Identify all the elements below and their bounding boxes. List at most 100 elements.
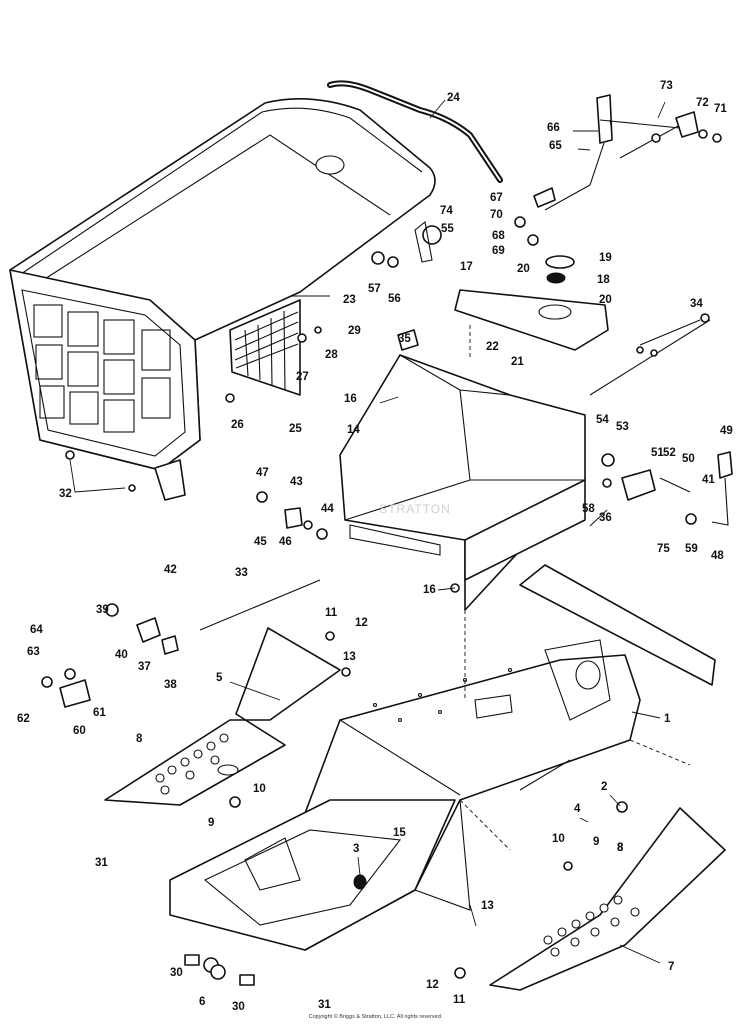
- callout-label: 55: [441, 223, 454, 235]
- callout-label: 62: [17, 713, 30, 725]
- left-footrest: [104, 627, 341, 806]
- watermark-text: STRATTON: [379, 502, 451, 516]
- callout-label: 7: [668, 961, 674, 973]
- callout-label: 29: [348, 325, 361, 337]
- callout-label: 61: [93, 707, 106, 719]
- right-footrest: [489, 807, 726, 991]
- callout-label: 4: [574, 803, 581, 815]
- dash-panel: [454, 255, 609, 351]
- small-brackets: [59, 507, 303, 708]
- callout-label: 67: [490, 192, 503, 204]
- callout-label: 9: [593, 836, 599, 848]
- callout-label: 13: [343, 651, 356, 663]
- rear-bar: [519, 564, 716, 686]
- callout-label: 24: [447, 92, 460, 104]
- callout-label: 26: [231, 419, 244, 431]
- callout-label: 8: [136, 733, 143, 745]
- callout-label: 8: [617, 842, 624, 854]
- callout-label: 40: [115, 649, 128, 661]
- callout-label: 47: [256, 467, 269, 479]
- control-rod: [327, 80, 503, 183]
- callout-label: 74: [440, 205, 453, 217]
- callout-label: 12: [355, 617, 368, 629]
- callout-label: 68: [492, 230, 505, 242]
- callout-label: 13: [481, 900, 494, 912]
- callout-label: 6: [199, 996, 205, 1008]
- callout-label: 53: [616, 421, 629, 433]
- callout-label: 73: [660, 80, 673, 92]
- callout-label: 59: [685, 543, 698, 555]
- callout-label: 57: [368, 283, 381, 295]
- callout-label: 31: [318, 999, 331, 1011]
- callout-label: 10: [253, 783, 266, 795]
- callout-label: 70: [490, 209, 503, 221]
- callout-label: 52: [663, 447, 676, 459]
- callout-label: 25: [289, 423, 302, 435]
- callout-label: 51: [651, 447, 664, 459]
- callout-label: 41: [702, 474, 715, 486]
- callout-label: 54: [596, 414, 609, 426]
- callout-label: 60: [73, 725, 86, 737]
- callout-label: 20: [517, 263, 530, 275]
- callout-label: 19: [599, 252, 612, 264]
- callout-label: 35: [398, 333, 411, 345]
- callout-label: 42: [164, 564, 177, 576]
- front-tray: [169, 799, 456, 951]
- callout-label: 20: [599, 294, 612, 306]
- callout-label: 31: [95, 857, 108, 869]
- rods: [199, 119, 711, 631]
- callout-label: 63: [27, 646, 40, 658]
- callout-label: 5: [216, 672, 223, 684]
- callout-label: 30: [170, 967, 183, 979]
- alignment-lines: [459, 325, 691, 851]
- callout-label: 21: [511, 356, 524, 368]
- callout-label: 72: [696, 97, 709, 109]
- callout-label: 3: [353, 843, 359, 855]
- callout-label: 16: [423, 584, 436, 596]
- callout-label: 45: [254, 536, 267, 548]
- callout-label: 9: [208, 817, 214, 829]
- callout-label: 44: [321, 503, 334, 515]
- callout-label: 22: [486, 341, 499, 353]
- callout-label: 33: [235, 567, 248, 579]
- callout-label: 46: [279, 536, 292, 548]
- callout-label: 34: [690, 298, 703, 310]
- callout-label: 14: [347, 424, 360, 436]
- callout-label: 37: [138, 661, 151, 673]
- callout-labels: 1 2 3 4 5 6 7 8 8 8 9 9 10 10 11 11 12 1…: [17, 80, 733, 1013]
- hood-assembly: [9, 98, 436, 501]
- fender-pan: [339, 354, 586, 611]
- callout-label: 30: [232, 1001, 245, 1013]
- callout-label: 23: [343, 294, 356, 306]
- callout-label: 65: [549, 140, 562, 152]
- callout-label: 18: [597, 274, 610, 286]
- callout-label: 1: [664, 713, 671, 725]
- callout-label: 27: [296, 371, 309, 383]
- callout-label: 2: [601, 781, 607, 793]
- copyright-notice: Copyright © Briggs & Stratton, LLC. All …: [308, 1014, 443, 1020]
- callout-label: 11: [325, 607, 338, 619]
- callout-label: 38: [164, 679, 177, 691]
- callout-label: 43: [290, 476, 303, 488]
- callout-label: 32: [59, 488, 72, 500]
- hardware: [41, 129, 722, 986]
- callout-label: 10: [552, 833, 565, 845]
- callout-label: 39: [96, 604, 109, 616]
- callout-label: 58: [582, 503, 595, 515]
- callout-label: 12: [426, 979, 439, 991]
- brake-linkage: [621, 451, 733, 526]
- callout-label: 69: [492, 245, 505, 257]
- callout-label: 66: [547, 122, 560, 134]
- callout-label: 75: [657, 543, 670, 555]
- callout-label: 48: [711, 550, 724, 562]
- callout-label: 17: [460, 261, 473, 273]
- shift-lever: [533, 94, 699, 211]
- callout-label: 71: [714, 103, 727, 115]
- callout-label: 15: [393, 827, 406, 839]
- callout-label: 16: [344, 393, 357, 405]
- callout-label: 11: [453, 994, 466, 1006]
- callout-label: 36: [599, 512, 612, 524]
- callout-label: 64: [30, 624, 43, 636]
- callout-label: 56: [388, 293, 401, 305]
